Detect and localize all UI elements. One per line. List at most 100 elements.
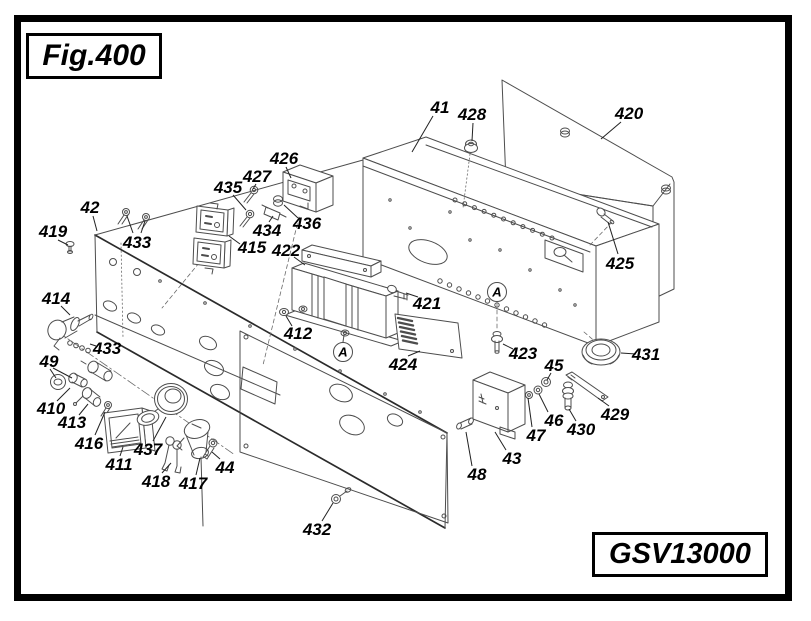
- leader-432-25: [321, 502, 334, 522]
- part-label-46-33: 46: [544, 411, 564, 430]
- part-label-423-29: 423: [508, 344, 538, 363]
- leader-429-36: [597, 397, 610, 407]
- marker-label-0: A: [337, 345, 347, 360]
- switch-414: [47, 313, 94, 341]
- leader-lines: [49, 115, 637, 522]
- keys-418: [161, 436, 182, 474]
- rod-429: [565, 371, 609, 402]
- breaker-426: [282, 164, 334, 213]
- part-label-425-3: 425: [605, 254, 635, 273]
- leader-426-7: [285, 166, 292, 179]
- leader-427-8: [252, 183, 257, 190]
- leader-46-33: [538, 393, 549, 413]
- receptacle-415: [192, 202, 235, 275]
- leader-49-16: [52, 367, 73, 379]
- washers-433: [53, 337, 91, 354]
- switch-437: [136, 383, 188, 426]
- front-panel-42: [94, 159, 448, 529]
- part-label-414-14: 414: [41, 289, 71, 308]
- leader-413-18: [78, 403, 89, 416]
- leader-44-24: [211, 451, 221, 460]
- bolt-421: [387, 284, 409, 301]
- figure-number: Fig.400: [42, 39, 146, 72]
- part-label-417-23: 417: [178, 474, 209, 493]
- part-label-413-18: 413: [57, 413, 87, 432]
- pin-48: [456, 417, 474, 430]
- part-label-424-28: 424: [388, 355, 418, 374]
- leader-417-23: [195, 457, 201, 476]
- part-label-416-19: 416: [74, 434, 104, 453]
- pin-434: [261, 204, 287, 221]
- leader-435-9: [232, 194, 247, 211]
- leader-411-20: [119, 446, 124, 457]
- leader-415-12: [228, 235, 241, 245]
- leader-437-21: [152, 416, 167, 442]
- leader-422-13: [293, 256, 306, 266]
- part-label-429-36: 429: [600, 405, 630, 424]
- enclosure-41: [362, 136, 660, 347]
- fuel-strainer-49: [50, 360, 113, 390]
- leader-433-6: [140, 220, 146, 234]
- part-label-412-26: 412: [283, 324, 313, 343]
- leader-425-3: [607, 221, 619, 255]
- leader-421-27: [405, 292, 419, 298]
- part-label-426-7: 426: [269, 149, 299, 168]
- part-label-415-12: 415: [237, 238, 267, 257]
- part-label-41-0: 41: [430, 98, 450, 117]
- leader-410-17: [56, 387, 71, 402]
- part-label-42-4: 42: [80, 198, 100, 217]
- nut-428: [464, 139, 478, 153]
- grommet-431: [581, 338, 621, 366]
- part-label-433-15: 433: [92, 339, 122, 358]
- washer-46: [533, 385, 543, 395]
- leader-433-15: [89, 343, 97, 347]
- leader-45-32: [546, 372, 552, 381]
- transformer-422: [284, 244, 404, 347]
- figure-number-box: Fig.400: [26, 33, 162, 79]
- keyswitch-417: [176, 419, 211, 460]
- nut-45: [541, 377, 551, 387]
- part-label-427-8: 427: [242, 167, 273, 186]
- leader-49-16: [49, 368, 57, 379]
- part-label-436-11: 436: [292, 214, 322, 233]
- leader-424-28: [407, 350, 421, 357]
- part-label-48-31: 48: [467, 465, 487, 484]
- rivet-419: [65, 241, 75, 254]
- part-label-434-10: 434: [252, 221, 282, 240]
- nut-412: [279, 308, 289, 316]
- leader-47-34: [527, 397, 533, 428]
- part-label-435-9: 435: [213, 178, 243, 197]
- leader-431-37: [620, 352, 637, 355]
- leader-412-26: [285, 315, 293, 327]
- marker-circle-0: [333, 342, 353, 362]
- bolt-432: [331, 487, 352, 504]
- part-label-419-5: 419: [38, 222, 68, 241]
- screw-427: [243, 185, 259, 204]
- leader-434-10: [268, 215, 274, 223]
- keyhole-bracket: [544, 239, 584, 273]
- leader-414-14: [60, 305, 71, 316]
- leader-48-31: [465, 431, 473, 467]
- bolt-44: [202, 438, 218, 460]
- bolt-430: [562, 381, 574, 411]
- leader-428-1: [471, 122, 474, 142]
- lower-panel: [239, 330, 449, 524]
- marker-circle-1: [487, 282, 507, 302]
- part-label-418-22: 418: [141, 472, 171, 491]
- part-label-410-17: 410: [36, 399, 66, 418]
- part-label-431-37: 431: [631, 345, 660, 364]
- leader-433-6: [126, 215, 134, 234]
- part-label-47-34: 47: [526, 426, 547, 445]
- model-number: GSV13000: [609, 538, 751, 570]
- leader-420-2: [600, 121, 622, 140]
- nut-436: [273, 195, 283, 207]
- bolt-423: [491, 331, 503, 354]
- part-label-44-24: 44: [215, 458, 235, 477]
- part-label-45-32: 45: [544, 356, 564, 375]
- part-label-433-6: 433: [122, 233, 152, 252]
- leader-416-19: [94, 411, 106, 436]
- leader-430-35: [568, 408, 577, 422]
- leader-41-0: [411, 115, 434, 153]
